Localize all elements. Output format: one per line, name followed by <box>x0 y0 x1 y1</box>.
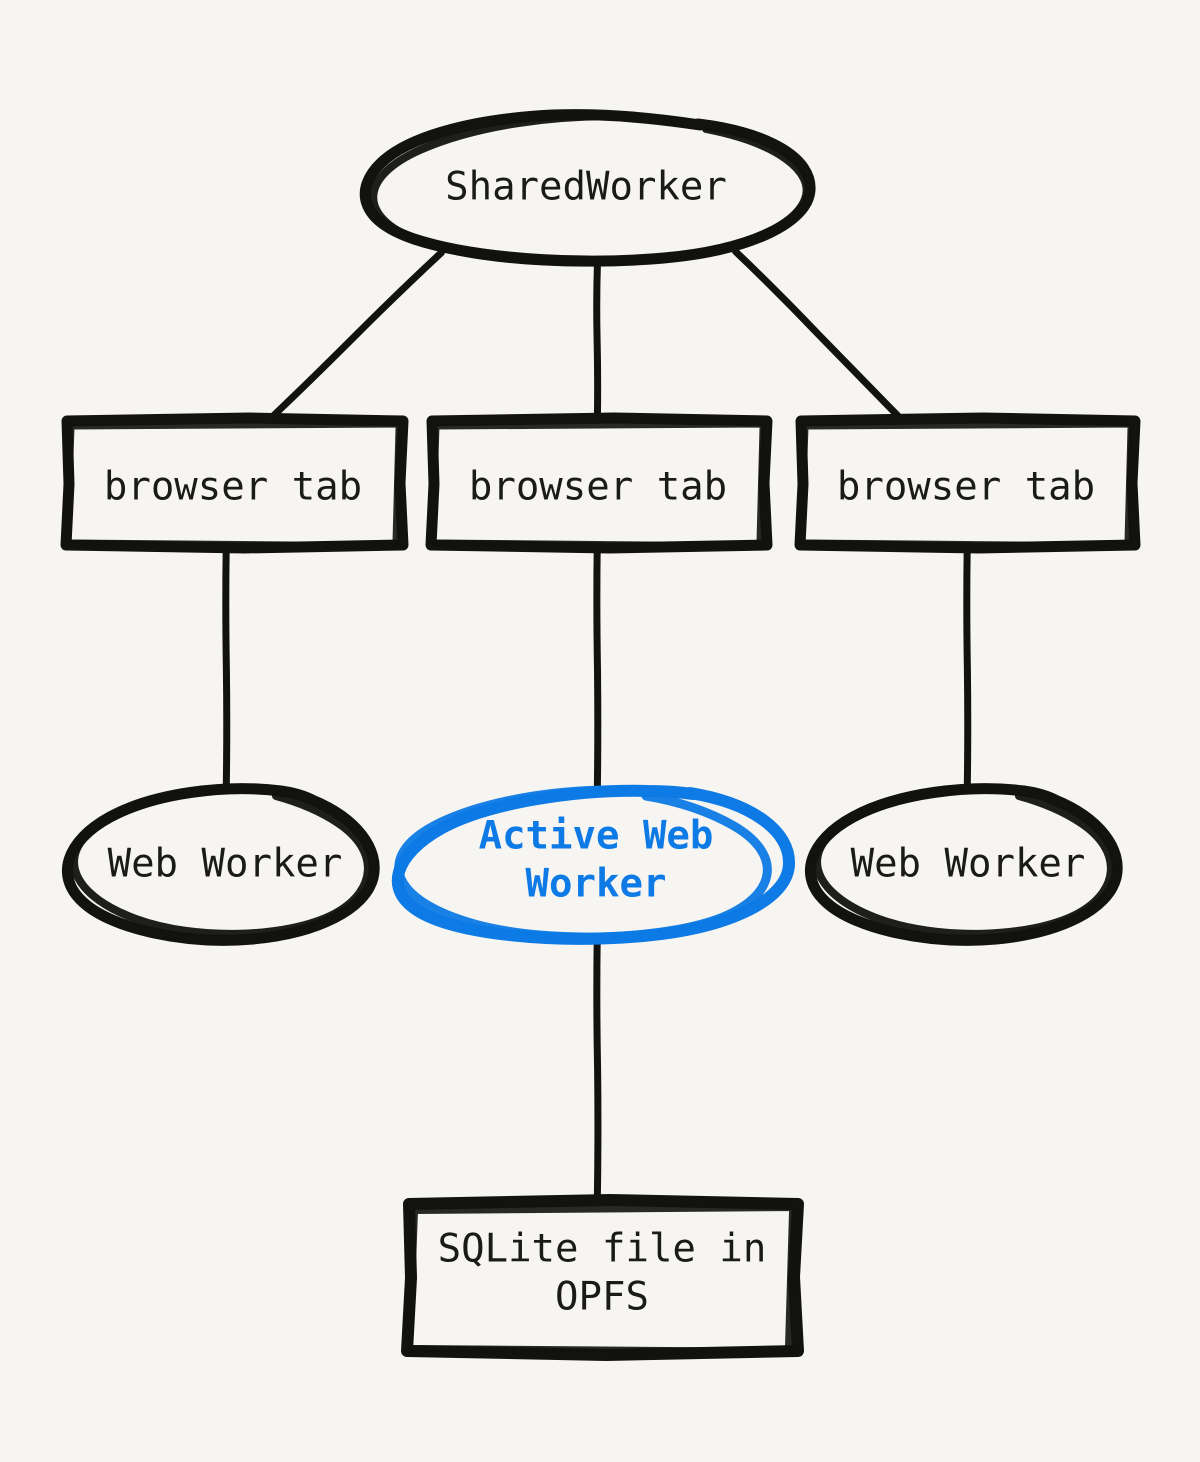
shared-worker-ellipse-stroke-b <box>369 112 811 267</box>
browser-tab-left-label: browser tab <box>104 465 362 510</box>
web-worker-left-label: Web Worker <box>108 842 343 887</box>
node-active-web-worker[interactable]: Active Web Worker <box>391 784 796 945</box>
browser-tab-right-rect-fill <box>797 418 1136 547</box>
web-worker-left-ellipse-fill <box>70 788 380 940</box>
active-web-worker-ellipse-stroke-b <box>394 785 772 942</box>
node-web-worker-left[interactable]: Web Worker <box>62 783 380 946</box>
web-worker-right-ellipse-fill <box>813 788 1123 940</box>
browser-tab-center-label: browser tab <box>469 465 727 510</box>
sqlite-opfs-label-line-1: SQLite file in <box>438 1227 767 1272</box>
node-browser-tab-left[interactable]: browser tab <box>60 412 409 554</box>
browser-tab-center-rect-fill <box>428 418 768 547</box>
edge-sharedworker-to-browser-tab-left <box>267 249 445 422</box>
web-worker-right-label: Web Worker <box>851 842 1086 887</box>
node-sqlite-opfs[interactable]: SQLite file in OPFS <box>401 1194 804 1361</box>
sqlite-opfs-label-line-2: OPFS <box>555 1275 649 1320</box>
browser-tab-right-rect-stroke-b <box>797 420 1136 550</box>
web-worker-left-ellipse-stroke-b <box>70 784 372 938</box>
web-worker-right-ellipse-stroke-b <box>813 784 1115 938</box>
node-shared-worker[interactable]: SharedWorker <box>359 109 816 267</box>
edge-sharedworker-to-browser-tab-center <box>593 258 602 422</box>
sqlite-opfs-rect-stroke-b <box>405 1203 798 1356</box>
shared-worker-ellipse-fill <box>362 114 810 260</box>
node-browser-tab-right[interactable]: browser tab <box>794 412 1141 554</box>
node-web-worker-right[interactable]: Web Worker <box>805 783 1123 946</box>
sqlite-opfs-rect-fill <box>404 1200 799 1354</box>
edge-active-web-worker-to-sqlite-opfs <box>593 935 602 1205</box>
node-browser-tab-center[interactable]: browser tab <box>425 412 773 554</box>
active-web-worker-ellipse-fill <box>402 788 790 940</box>
browser-tab-left-rect-stroke-b <box>63 420 404 550</box>
edge-sharedworker-to-browser-tab-right <box>732 248 904 422</box>
edge-browser-tab-right-to-web-worker-right <box>963 544 972 796</box>
browser-tab-center-rect-stroke-b <box>428 420 768 550</box>
edge-browser-tab-left-to-web-worker-left <box>222 544 231 796</box>
browser-tab-right-label: browser tab <box>837 465 1095 510</box>
browser-tab-left-rect-fill <box>63 418 404 547</box>
edge-browser-tab-center-to-active-web-worker <box>593 544 602 796</box>
shared-worker-label: SharedWorker <box>445 165 727 210</box>
edge-layer <box>222 248 972 1205</box>
active-web-worker-label-line-2: Worker <box>526 862 667 907</box>
active-web-worker-label-line-1: Active Web <box>479 814 714 859</box>
